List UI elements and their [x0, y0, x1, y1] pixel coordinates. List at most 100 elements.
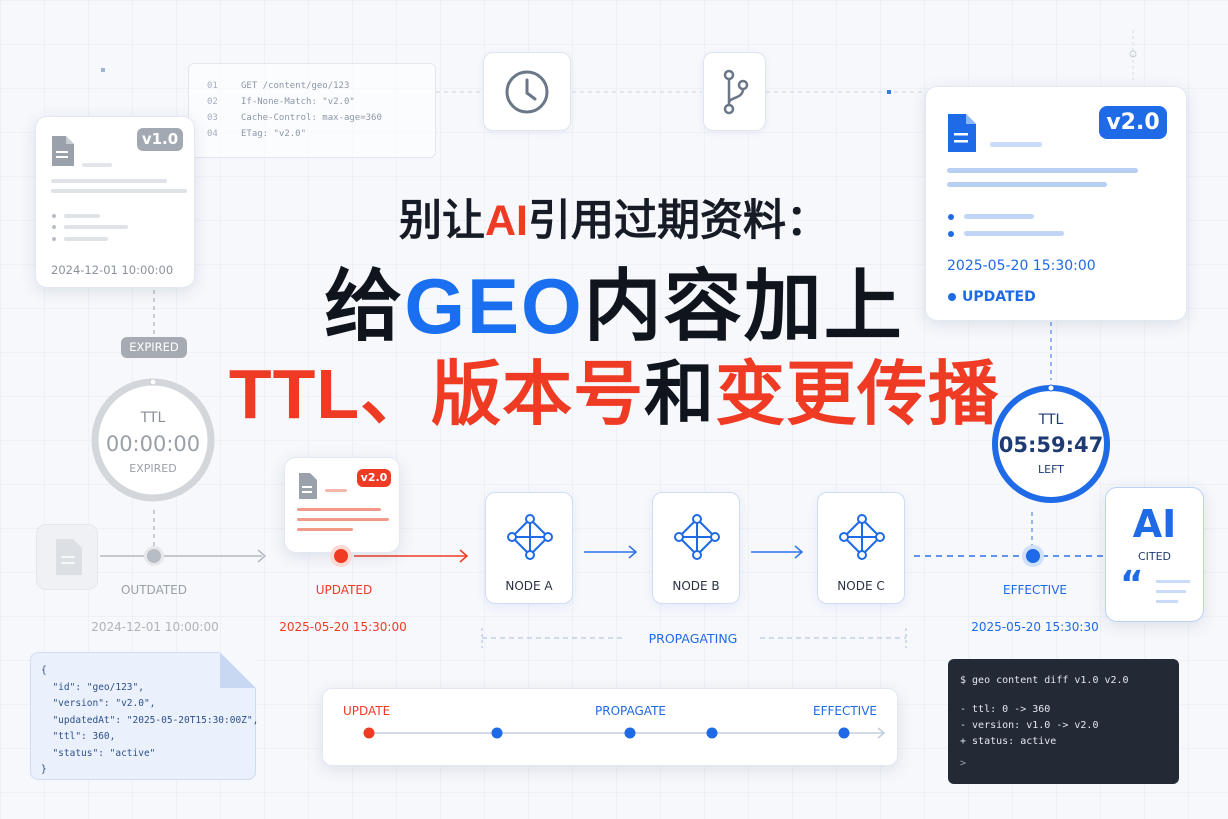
- title-line-1: 别让AI引用过期资料：: [0, 186, 1228, 248]
- ttl-expired-ring: [91, 378, 215, 502]
- document-icon: [52, 136, 74, 166]
- quote-icon: “: [1120, 564, 1144, 605]
- status-dot: [948, 293, 956, 301]
- document-icon: [948, 114, 976, 152]
- ai-title: AI: [1132, 502, 1177, 546]
- placeholder-line: [947, 168, 1138, 173]
- outdated-label: OUTDATED: [120, 583, 188, 597]
- status-text: UPDATED: [962, 289, 1036, 305]
- json-line: "updatedAt": "2025-05-20T15:30:00Z",: [41, 714, 259, 726]
- title-line-2: 给GEO内容加上: [0, 244, 1228, 356]
- placeholder-line: [964, 231, 1064, 236]
- title-text: 变更传播: [715, 355, 1000, 433]
- card-date: 2025-05-20 15:30:00: [947, 258, 1096, 274]
- ai-sub: CITED: [1137, 550, 1172, 563]
- node-label: NODE C: [837, 579, 885, 593]
- title-text: TTL、版本号: [228, 355, 645, 433]
- outdated-dot: [144, 546, 164, 566]
- bullet-dot: [948, 214, 954, 220]
- placeholder-line: [947, 182, 1107, 187]
- json-line: "ttl": 360,: [41, 731, 116, 742]
- terminal-line: + status: active: [960, 736, 1057, 747]
- ttl-left-time: 05:59:47: [998, 433, 1104, 457]
- terminal-command: $ geo content diff v1.0 v2.0: [960, 675, 1129, 686]
- document-icon: [299, 473, 317, 499]
- title-text: 给: [324, 262, 405, 350]
- title-text: 别让: [399, 197, 485, 245]
- bullet-dot: [948, 231, 954, 237]
- placeholder-line: [82, 163, 112, 167]
- placeholder-line: [64, 237, 108, 241]
- placeholder-line: [1156, 580, 1190, 583]
- new-content-card: v2.0 2025-05-20 15:30:00 UPDATED: [925, 86, 1187, 321]
- updated-mini-card: v2.0: [284, 457, 400, 553]
- line-number: 02: [207, 97, 218, 107]
- json-line: "status": "active": [41, 747, 156, 759]
- placeholder-line: [1156, 600, 1178, 603]
- title-highlight: AI: [485, 197, 528, 245]
- json-metadata-card: { "id": "geo/123", "version": "v2.0", "u…: [30, 652, 259, 780]
- placeholder-line: [51, 189, 187, 193]
- ttl-left-label: TTL: [1038, 412, 1064, 428]
- json-line: {: [41, 665, 47, 676]
- ttl-expired-time: 00:00:00: [105, 432, 201, 456]
- terminal-prompt: >: [960, 758, 967, 769]
- terminal-window: $ geo content diff v1.0 v2.0 - ttl: 0 ->…: [948, 659, 1179, 784]
- node-label: NODE A: [505, 579, 553, 593]
- terminal-line: - ttl: 0 -> 360: [960, 704, 1051, 715]
- node-label: NODE B: [672, 579, 720, 593]
- line-number: 04: [207, 129, 218, 139]
- code-text: Cache-Control: max-age=360: [241, 113, 382, 123]
- updated-dot: [330, 545, 352, 567]
- title-line-3: TTL、版本号和变更传播: [0, 338, 1228, 439]
- title-text: 和: [644, 355, 716, 433]
- version-badge: v1.0: [137, 128, 183, 151]
- ttl-expired-label: TTL: [140, 410, 166, 426]
- propagating-label: PROPAGATING: [648, 631, 738, 646]
- git-branch-icon: [723, 69, 748, 114]
- line-number: 01: [207, 81, 218, 91]
- placeholder-line: [297, 528, 353, 531]
- placeholder-line: [297, 508, 381, 511]
- title-text: 内容加上: [583, 262, 904, 350]
- placeholder-line: [964, 214, 1034, 219]
- bullet-dot: [52, 225, 56, 229]
- effective-date: 2025-05-20 15:30:30: [971, 620, 1099, 634]
- json-line: "id": "geo/123",: [41, 681, 144, 693]
- code-text: GET /content/geo/123: [241, 81, 350, 91]
- effective-label: EFFECTIVE: [1002, 583, 1067, 597]
- branch-icon-box: [703, 52, 766, 131]
- placeholder-line: [64, 214, 100, 218]
- network-graph-icon: [674, 514, 720, 560]
- ai-cited-card: AI CITED “: [1105, 487, 1204, 622]
- network-graph-icon: [839, 514, 885, 560]
- bullet-dot: [52, 237, 56, 241]
- placeholder-line: [1156, 590, 1186, 593]
- title-highlight: GEO: [404, 262, 584, 350]
- clock-icon-box: [483, 52, 571, 131]
- card-date: 2024-12-01 10:00:00: [51, 263, 174, 277]
- placeholder-line: [51, 179, 167, 183]
- placeholder-line: [64, 225, 128, 229]
- network-graph-icon: [507, 514, 553, 560]
- code-line: 01 GET /content/geo/123: [207, 78, 435, 94]
- node-a-card: NODE A: [485, 492, 573, 604]
- ttl-left-ring: [992, 384, 1110, 503]
- version-badge: v2.0: [1099, 106, 1167, 139]
- document-icon: [56, 539, 82, 575]
- progress-track: [363, 727, 886, 739]
- json-line: "version": "v2.0",: [41, 698, 156, 709]
- bullet-dot: [52, 214, 56, 218]
- progress-panel: UPDATE PROPAGATE EFFECTIVE: [322, 688, 898, 766]
- node-c-card: NODE C: [817, 492, 905, 604]
- progress-propagate-label: PROPAGATE: [595, 704, 666, 718]
- updated-label: UPDATED: [315, 583, 373, 597]
- folded-corner: [220, 652, 256, 688]
- clock-icon: [505, 70, 549, 113]
- old-content-card: v1.0 2024-12-01 10:00:00: [35, 116, 195, 288]
- ttl-expired-sub: EXPIRED: [129, 462, 177, 475]
- title-text: 引用过期资料：: [528, 197, 829, 245]
